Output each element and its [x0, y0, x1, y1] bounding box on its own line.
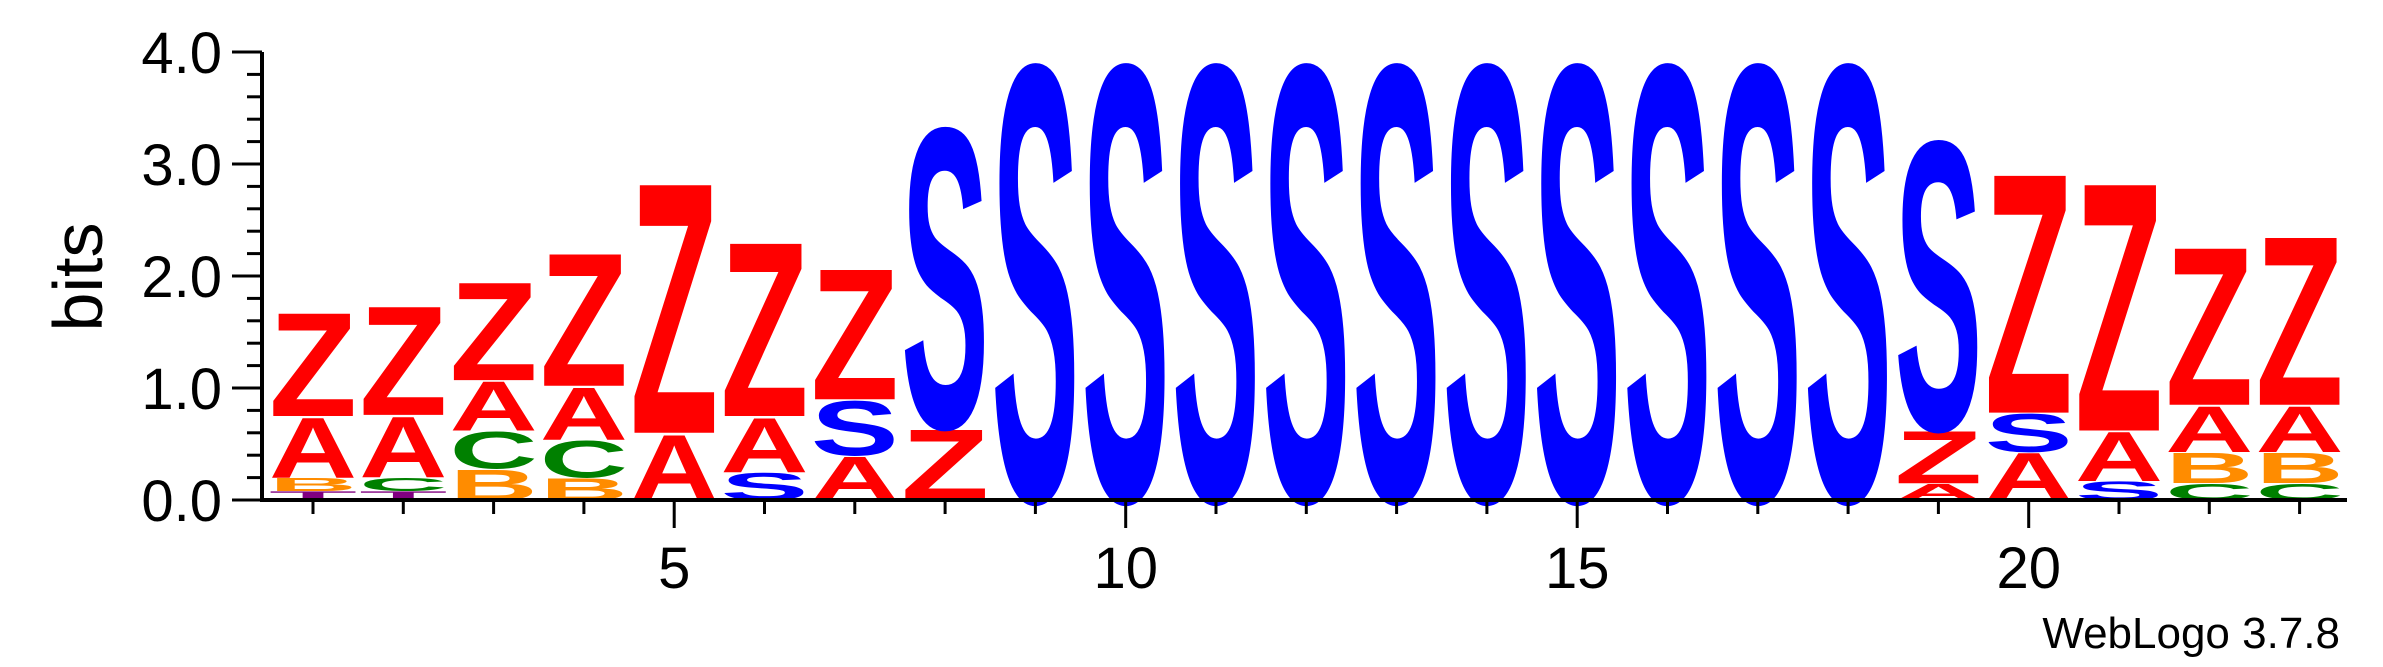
logo-letter-pos13-S: S — [1353, 0, 1441, 634]
logo-letter-pos22-Z: Z — [2165, 201, 2253, 454]
y-axis-label: bits — [39, 223, 117, 332]
logo-letter-pos19-Z: Z — [1894, 416, 1982, 500]
logo-letter-pos2-C: C — [359, 474, 447, 495]
y-tick-label: 3.0 — [141, 133, 222, 198]
logo-letter-pos3-A: A — [450, 366, 538, 445]
logo-letter-pos4-Z: Z — [540, 214, 628, 427]
logo-letter-pos10-S: S — [1082, 0, 1170, 634]
logo-letter-pos17-S: S — [1714, 0, 1802, 634]
axes: 0.0 1.0 2.0 3.0 4.0 5 10 15 20 — [141, 21, 2347, 601]
logo-letter-pos16-S: S — [1624, 0, 1712, 634]
y-tick-label: 4.0 — [141, 21, 222, 86]
logo-letter-pos20-Z: Z — [1985, 101, 2073, 486]
logo-letter-pos6-A: A — [721, 402, 809, 489]
logo-letter-pos14-S: S — [1443, 0, 1531, 634]
logo-letter-pos1-A: A — [269, 400, 357, 496]
x-tick-label: 5 — [658, 536, 690, 601]
logo-letter-pos1-Z: Z — [269, 283, 357, 448]
logo-letter-pos12-S: S — [1262, 0, 1350, 634]
logo-letter-pos15-S: S — [1533, 0, 1621, 634]
logo-letter-pos23-A: A — [2256, 393, 2344, 466]
logo-letter-pos5-Z: Z — [630, 109, 718, 510]
logo-letter-pos8-S: S — [901, 39, 989, 519]
logo-letter-pos7-Z: Z — [811, 230, 899, 440]
x-ticks: 5 10 15 20 — [311, 500, 2302, 601]
logo-letter-pos9-S: S — [991, 0, 1079, 634]
logo-letter-pos6-Z: Z — [721, 190, 809, 470]
logo-letter-pos22-A: A — [2165, 393, 2253, 466]
logo-letter-pos3-C: C — [450, 421, 538, 480]
logo-letter-pos23-Z: Z — [2256, 187, 2344, 457]
y-tick-label: 1.0 — [141, 357, 222, 422]
logo-letter-pos4-A: A — [540, 373, 628, 457]
logo-letter-pos18-S: S — [1804, 0, 1892, 634]
logo-letter-pos3-Z: Z — [450, 254, 538, 411]
logo-letter-pos2-Z: Z — [359, 274, 447, 449]
y-tick-label: 0.0 — [141, 469, 222, 534]
logo-letter-pos1-B: B — [269, 474, 357, 495]
logo-letter-pos22-B: B — [2165, 444, 2253, 493]
logo-letter-pos2-A: A — [359, 399, 447, 496]
logo-letter-pos11-S: S — [1172, 0, 1260, 634]
y-tick-label: 2.0 — [141, 245, 222, 310]
logo-letter-pos23-B: B — [2256, 444, 2344, 493]
weblogo-credit: WebLogo 3.7.8 — [2042, 609, 2340, 658]
logo-letter-pos21-A: A — [2075, 417, 2163, 496]
logo-letter-pos19-S: S — [1894, 55, 1982, 518]
logo-letter-pos7-S: S — [811, 386, 899, 473]
logo-letter-pos4-C: C — [540, 430, 628, 489]
logo-letter-pos21-Z: Z — [2075, 107, 2163, 507]
y-ticks: 0.0 1.0 2.0 3.0 4.0 — [141, 21, 262, 534]
x-tick-label: 15 — [1545, 536, 1610, 601]
x-tick-label: 20 — [1996, 536, 2061, 601]
logo-letter-pos20-S: S — [1985, 403, 2073, 464]
x-tick-label: 10 — [1093, 536, 1158, 601]
